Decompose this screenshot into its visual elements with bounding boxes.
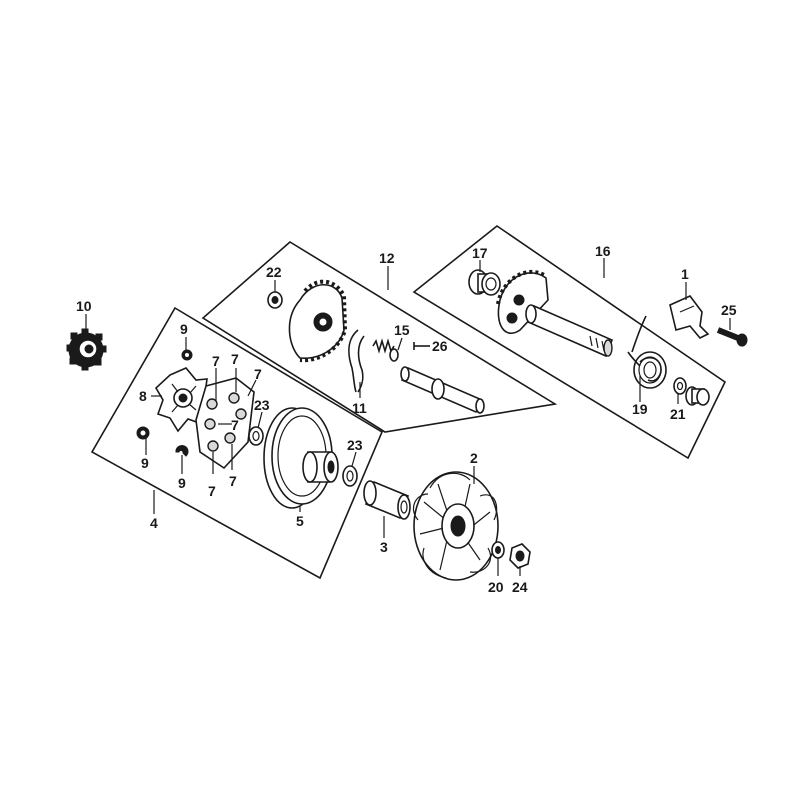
callout-17: 17 [472,245,488,261]
part-26-pin [413,342,430,350]
callout-7-e: 7 [208,483,216,499]
part-23-ring-right [342,465,358,487]
callout-21: 21 [670,406,686,422]
callout-11: 11 [352,400,367,416]
part-1-bracket [669,295,710,339]
part-5-pulley [263,407,339,509]
callout-9-top: 9 [180,321,188,337]
callout-7-f: 7 [229,473,237,489]
part-11-spring-clip [348,329,365,393]
callout-10: 10 [76,298,92,314]
callout-12: 12 [379,250,395,266]
leader-lines [85,258,731,576]
part-23-ring-left [248,426,264,446]
part-12-sector-gear [288,279,348,363]
callout-7-d: 7 [231,417,239,433]
callout-1: 1 [681,266,689,282]
callout-9-left: 9 [141,455,149,471]
callout-3: 3 [380,539,388,555]
part-9-clip-top [181,349,193,361]
part-20-washer [491,541,505,559]
callout-2: 2 [470,450,478,466]
part-22-washer [267,291,283,309]
callout-15: 15 [394,322,410,338]
callout-8: 8 [139,388,147,404]
callout-23-right: 23 [347,437,363,453]
callout-7-c: 7 [254,366,262,382]
part-16-kick-gear [496,269,614,358]
part-9-clip-bottom [175,445,189,457]
group-box-12 [201,241,558,433]
callout-7-a: 7 [212,353,220,369]
part-12-shaft [400,366,485,414]
part-19-kick-spring [627,315,667,389]
callout-20: 20 [488,579,504,595]
callout-22: 22 [266,264,282,280]
callout-19: 19 [632,401,648,417]
part-17-bushing [468,269,501,296]
part-3-collar [363,480,411,520]
callout-25: 25 [721,302,737,318]
part-25-bolt [716,327,748,347]
part-2-fan-impeller [413,471,499,581]
part-7-roller-plate [195,377,255,470]
callout-7-b: 7 [231,351,239,367]
callout-26: 26 [432,338,448,354]
part-16-bushing [685,386,710,406]
callout-16: 16 [595,243,611,259]
part-9-clip-left [136,426,150,440]
part-24-nut [509,543,531,569]
callout-4: 4 [150,515,158,531]
callout-5: 5 [296,513,304,529]
part-21-washer [673,377,687,395]
group-box-16 [412,225,727,460]
part-15-spring [372,338,399,362]
part-10-gear [66,328,107,371]
callout-23-left: 23 [254,397,270,413]
callout-9-bottom: 9 [178,475,186,491]
callout-24: 24 [512,579,528,595]
group-box-4 [90,306,384,580]
